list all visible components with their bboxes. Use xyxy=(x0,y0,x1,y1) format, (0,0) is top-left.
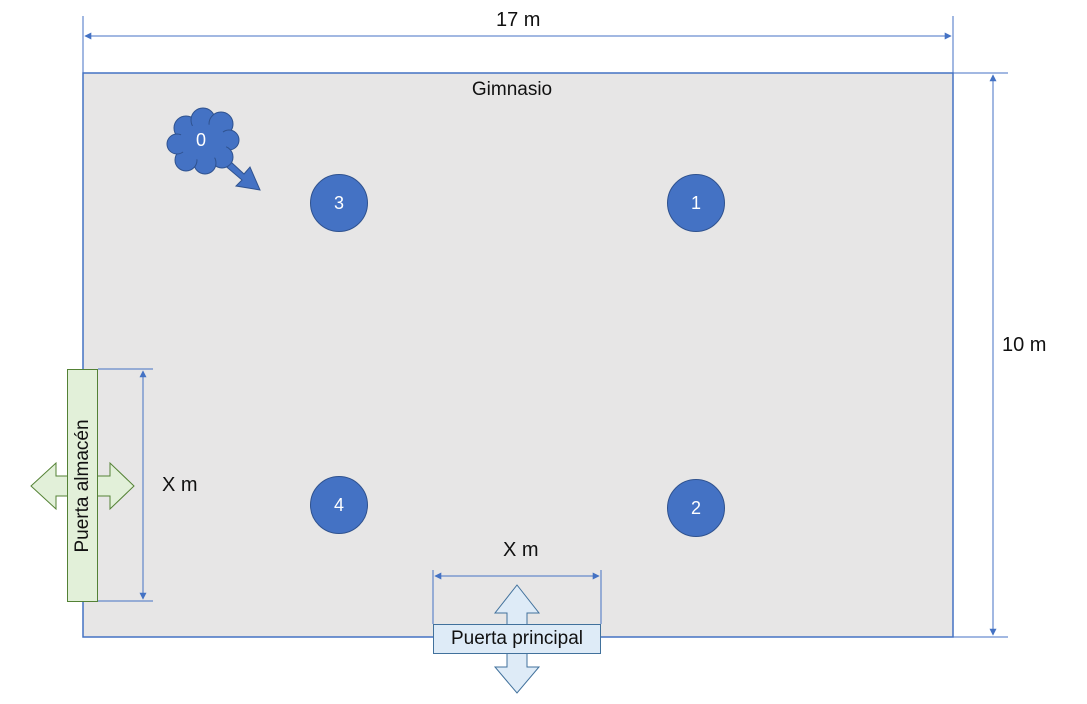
main-door-width-label: X m xyxy=(503,539,539,561)
marker-4: 4 xyxy=(310,476,368,534)
cloud-icon xyxy=(166,107,240,175)
side-door-label: Puerta almacén xyxy=(71,418,93,553)
marker-3: 3 xyxy=(310,174,368,232)
main-door: Puerta principal xyxy=(433,624,601,654)
marker-2: 2 xyxy=(667,479,725,537)
side-door-width-label: X m xyxy=(162,474,198,496)
marker-1: 1 xyxy=(667,174,725,232)
room-title: Gimnasio xyxy=(471,79,553,100)
start-position-label: 0 xyxy=(195,130,206,150)
width-label: 17 m xyxy=(496,9,541,31)
side-door: Puerta almacén xyxy=(67,369,98,602)
main-door-label: Puerta principal xyxy=(450,628,584,649)
height-label: 10 m xyxy=(1002,334,1047,356)
